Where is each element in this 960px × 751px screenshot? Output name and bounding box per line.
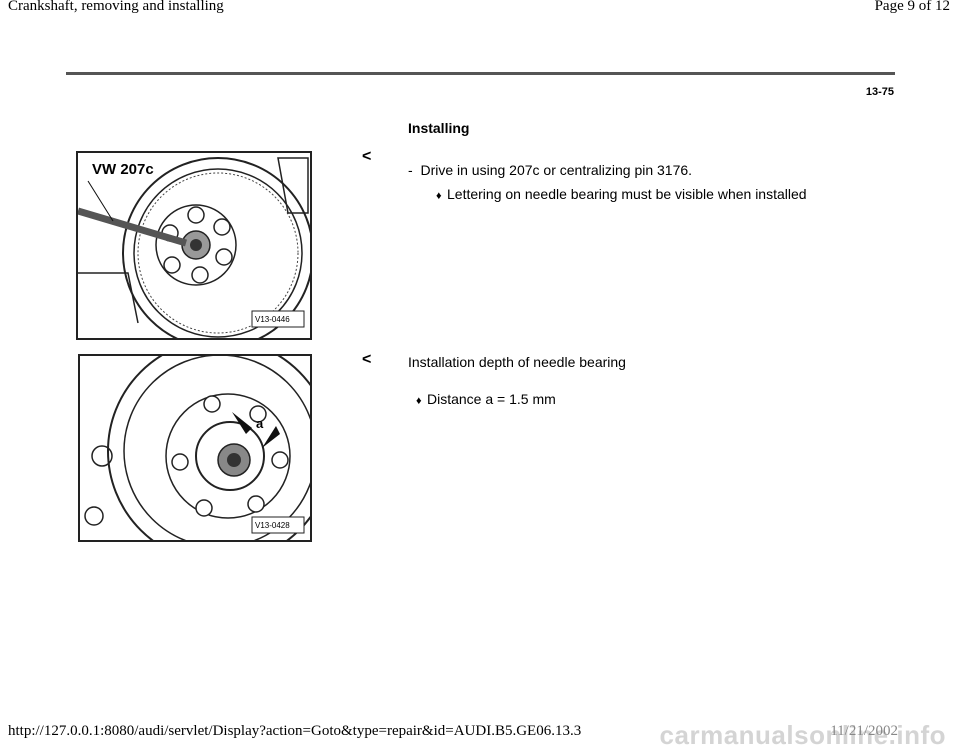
step-note: ♦ Distance a = 1.5 mm xyxy=(416,391,556,407)
step-arrow-icon: < xyxy=(362,148,372,165)
footer-date: 11/21/2002 xyxy=(830,723,898,739)
figure-flywheel-drive-in: VW 207c V13-0446 xyxy=(76,151,312,340)
flywheel-illustration xyxy=(78,153,310,338)
step-arrow-icon: < xyxy=(362,351,372,368)
header-page-indicator: Page 9 of 12 xyxy=(874,0,950,14)
header-rule xyxy=(66,72,895,75)
step-note-text: Distance a = 1.5 mm xyxy=(427,391,556,407)
footer-url: http://127.0.0.1:8080/audi/servlet/Displ… xyxy=(8,723,582,739)
section-title: Installing xyxy=(408,120,470,136)
diamond-bullet-icon: ♦ xyxy=(416,395,422,407)
step-text: Drive in using 207c or centralizing pin … xyxy=(420,162,693,178)
figure-dimension-label: a xyxy=(256,416,264,431)
page-number: 13-75 xyxy=(865,86,894,98)
step-dash: - xyxy=(408,162,413,178)
step-note-text: Lettering on needle bearing must be visi… xyxy=(447,186,807,202)
step-instruction: Installation depth of needle bearing xyxy=(408,354,626,370)
watermark: carmanualsonline.info xyxy=(659,720,946,750)
figure-code: V13-0446 xyxy=(255,315,290,324)
step-note: ♦ Lettering on needle bearing must be vis… xyxy=(436,186,807,202)
header-title: Crankshaft, removing and installing xyxy=(8,0,224,14)
figure-tool-label: VW 207c xyxy=(92,161,154,178)
figure-code: V13-0428 xyxy=(255,521,290,530)
diamond-bullet-icon: ♦ xyxy=(436,190,442,202)
step-instruction: - Drive in using 207c or centralizing pi… xyxy=(408,162,692,178)
figure-needle-bearing-depth: a V13-0428 xyxy=(78,354,312,542)
bearing-illustration xyxy=(80,356,310,540)
